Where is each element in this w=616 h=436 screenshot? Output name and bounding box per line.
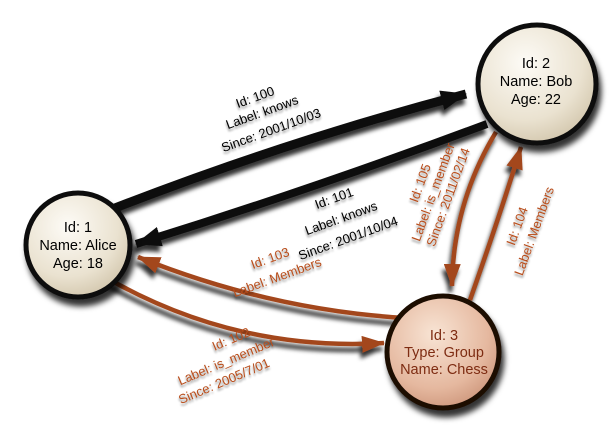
node-group-label: Id: 3 Type: Group Name: Chess	[400, 328, 488, 378]
node-label-line: Name: Chess	[400, 362, 488, 378]
node-label-line: Name: Bob	[500, 74, 573, 90]
node-alice-label: Id: 1 Name: Alice Age: 18	[39, 220, 116, 272]
edge-label-101: Id: 101 Label: knows Since: 2001/10/04	[296, 184, 400, 263]
edge-members-103[interactable]	[137, 254, 406, 321]
edge-label-104: Id: 104 Label: Members	[503, 184, 557, 277]
node-label-line: Id: 3	[430, 328, 458, 344]
node-alice[interactable]	[23, 190, 133, 300]
edges-layer	[103, 89, 524, 353]
edge-knows-101[interactable]	[134, 120, 489, 248]
edge-knows-100[interactable]	[113, 89, 468, 213]
edge-is-member-105[interactable]	[443, 130, 498, 287]
edge-label-105: Id: 105 Label: is_member Since: 2011/02/…	[406, 140, 473, 248]
node-bob[interactable]	[475, 22, 599, 146]
node-label-line: Id: 1	[64, 220, 92, 236]
edge-label-102: Id: 102 Label: is_member Since: 2005/7/0…	[176, 324, 278, 407]
edge-is-member-102[interactable]	[103, 275, 385, 353]
edge-members-104[interactable]	[467, 146, 524, 301]
node-label-line: Id: 2	[522, 56, 550, 72]
node-labels-layer: Id: 1 Name: Alice Age: 18 Id: 2 Name: Bo…	[39, 56, 572, 378]
node-group[interactable]	[384, 293, 502, 411]
node-bob-label: Id: 2 Name: Bob Age: 22	[500, 56, 573, 108]
node-label-line: Name: Alice	[39, 238, 116, 254]
node-label-line: Age: 18	[53, 256, 103, 272]
node-label-line: Type: Group	[404, 345, 484, 361]
node-label-line: Age: 22	[511, 92, 561, 108]
nodes-layer	[23, 22, 599, 411]
